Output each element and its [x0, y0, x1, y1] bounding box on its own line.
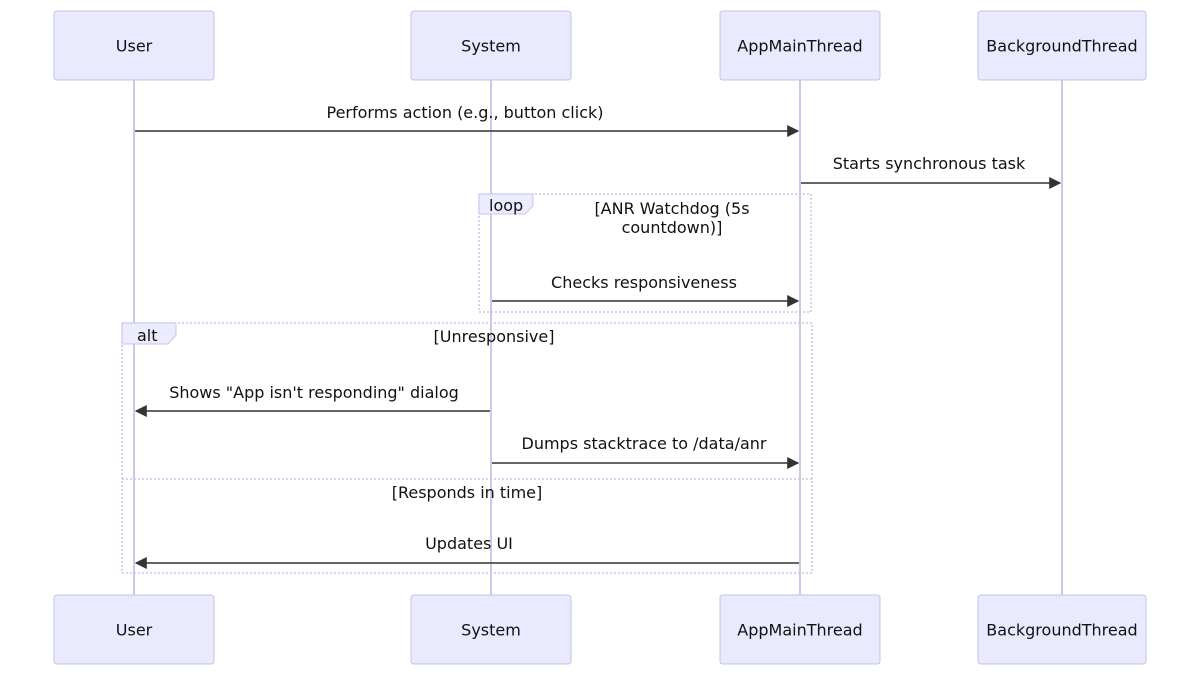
alt-frame: alt [Unresponsive] [Responds in time]	[121, 322, 813, 574]
message-5: Dumps stacktrace to /data/anr	[492, 434, 800, 469]
message-4: Shows "App isn't responding" dialog	[134, 383, 490, 417]
loop-frame-condition-line2: countdown)]	[622, 218, 723, 237]
actor-app-main-thread-bottom: AppMainThread	[719, 594, 881, 665]
loop-frame: loop [ANR Watchdog (5s countdown)]	[478, 193, 812, 313]
message-1-label: Performs action (e.g., button click)	[327, 103, 604, 122]
loop-frame-condition-line1: [ANR Watchdog (5s	[594, 199, 749, 218]
message-1: Performs action (e.g., button click)	[135, 103, 800, 137]
actor-user-bottom: User	[53, 594, 215, 665]
actor-background-thread-top: BackgroundThread	[977, 10, 1147, 81]
actor-system-bottom: System	[410, 594, 572, 665]
actor-background-thread-top-label: BackgroundThread	[986, 37, 1137, 56]
message-5-label: Dumps stacktrace to /data/anr	[522, 434, 767, 453]
loop-frame-tag: loop	[489, 196, 523, 215]
actor-app-main-thread-top: AppMainThread	[719, 10, 881, 81]
actor-system-bottom-label: System	[461, 621, 521, 640]
alt-frame-else-condition: [Responds in time]	[392, 483, 543, 502]
message-6: Updates UI	[134, 534, 799, 569]
actor-background-thread-bottom: BackgroundThread	[977, 594, 1147, 665]
actor-app-main-thread-top-label: AppMainThread	[737, 37, 862, 56]
actor-background-thread-bottom-label: BackgroundThread	[986, 621, 1137, 640]
alt-frame-condition: [Unresponsive]	[434, 327, 555, 346]
message-2: Starts synchronous task	[801, 154, 1062, 189]
actor-user-top: User	[53, 10, 215, 81]
message-2-label: Starts synchronous task	[833, 154, 1026, 173]
actor-system-top-label: System	[461, 37, 521, 56]
actor-system-top: System	[410, 10, 572, 81]
actor-user-bottom-label: User	[116, 621, 153, 640]
actor-user-top-label: User	[116, 37, 153, 56]
message-3: Checks responsiveness	[492, 273, 800, 307]
message-4-label: Shows "App isn't responding" dialog	[169, 383, 459, 402]
message-6-label: Updates UI	[425, 534, 513, 553]
message-3-label: Checks responsiveness	[551, 273, 737, 292]
alt-frame-tag: alt	[137, 326, 158, 345]
actor-app-main-thread-bottom-label: AppMainThread	[737, 621, 862, 640]
